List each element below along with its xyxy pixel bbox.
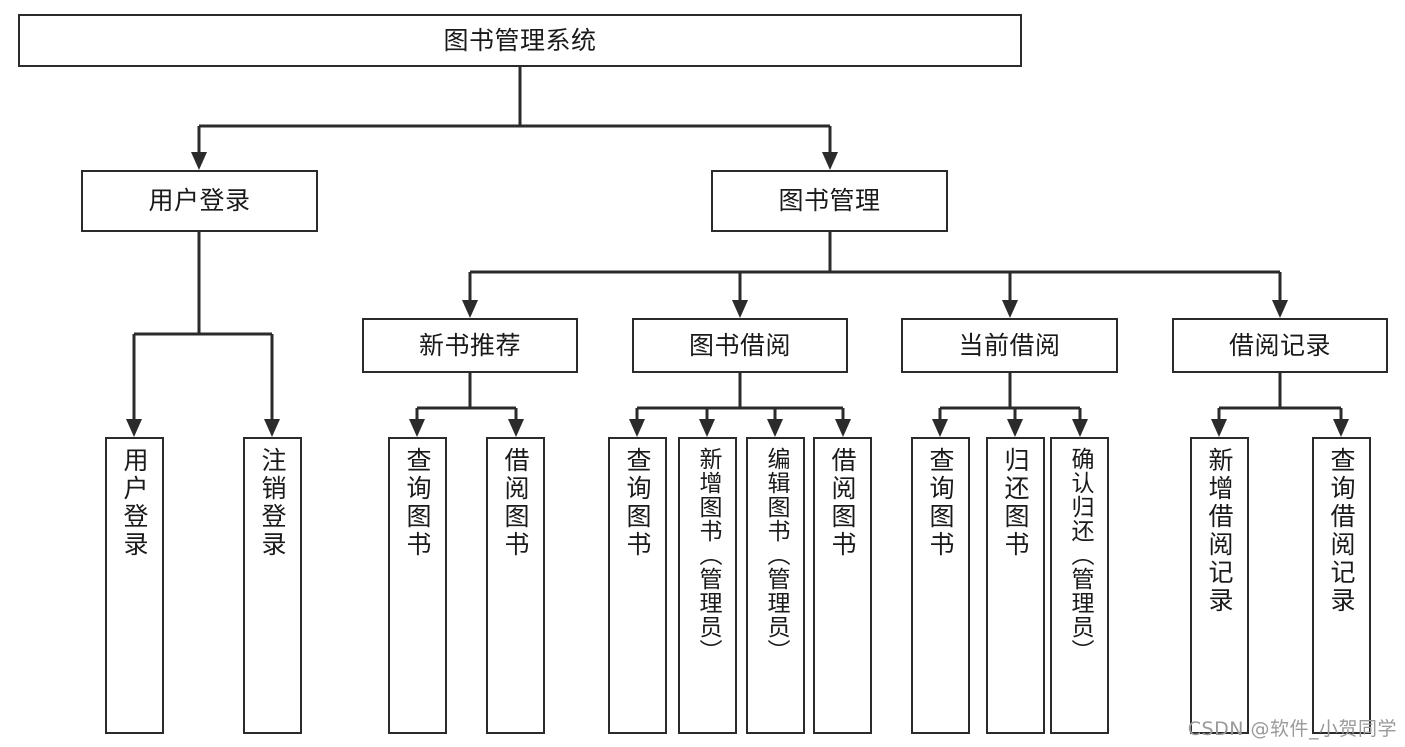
node-label: 查询图书: [623, 447, 652, 559]
bookmanage-to-level3-arrowhead-0: [462, 300, 478, 318]
node-label: 新增借阅记录: [1205, 447, 1234, 615]
currentborrow-to-leaves-arrowhead-2: [1072, 419, 1088, 437]
node-leaf-edit-book[interactable]: 编辑图书（管理员）: [746, 437, 805, 734]
node-label: 注销登录: [258, 447, 287, 559]
node-label: 借阅记录: [1228, 330, 1331, 360]
node-label: 确认归还（管理员）: [1067, 447, 1093, 663]
bookmanage-to-level3-arrowhead-2: [1002, 300, 1018, 318]
node-leaf-add-book[interactable]: 新增图书（管理员）: [678, 437, 737, 734]
root-to-level2-arrowhead-1: [822, 152, 838, 170]
node-label: 查询图书: [403, 447, 432, 559]
node-book-borrow[interactable]: 图书借阅: [632, 318, 848, 373]
bookborrow-to-leaves-arrowhead-2: [767, 419, 783, 437]
node-user-login[interactable]: 用户登录: [81, 170, 318, 232]
node-leaf-borrow-book-2[interactable]: 借阅图书: [813, 437, 872, 734]
node-leaf-query-book-2[interactable]: 查询图书: [608, 437, 667, 734]
node-label: 图书借阅: [688, 330, 791, 360]
node-label: 当前借阅: [958, 330, 1061, 360]
node-current-borrow[interactable]: 当前借阅: [901, 318, 1118, 373]
node-label: 新书推荐: [418, 330, 521, 360]
node-leaf-add-borrow-record[interactable]: 新增借阅记录: [1190, 437, 1249, 734]
root-to-level2-arrowhead-0: [191, 152, 207, 170]
bookborrow-to-leaves-arrowhead-0: [629, 419, 645, 437]
node-label: 查询图书: [926, 447, 955, 559]
newbook-to-leaves-arrowhead-1: [508, 419, 524, 437]
node-label: 用户登录: [148, 186, 251, 216]
bookborrow-to-leaves-arrowhead-1: [699, 419, 715, 437]
node-new-book-recommend[interactable]: 新书推荐: [362, 318, 578, 373]
node-root-system[interactable]: 图书管理系统: [18, 14, 1022, 67]
newbook-to-leaves-arrowhead-0: [409, 419, 425, 437]
node-label: 归还图书: [1001, 447, 1030, 559]
node-label: 图书管理系统: [443, 25, 597, 55]
node-label: 查询借阅记录: [1327, 447, 1356, 615]
node-leaf-return-book[interactable]: 归还图书: [986, 437, 1045, 734]
node-label: 借阅图书: [828, 447, 857, 559]
borrowrecord-to-leaves-arrowhead-0: [1211, 419, 1227, 437]
node-leaf-user-login[interactable]: 用户登录: [105, 437, 164, 734]
bookmanage-to-level3-arrowhead-1: [732, 300, 748, 318]
node-label: 编辑图书（管理员）: [763, 447, 789, 663]
node-label: 用户登录: [120, 447, 149, 559]
node-leaf-borrow-book-1[interactable]: 借阅图书: [486, 437, 545, 734]
bookborrow-to-leaves-arrowhead-3: [835, 419, 851, 437]
currentborrow-to-leaves-arrowhead-1: [1007, 419, 1023, 437]
userlogin-to-leaves-arrowhead-1: [264, 419, 280, 437]
node-leaf-query-borrow-record[interactable]: 查询借阅记录: [1312, 437, 1371, 734]
node-leaf-confirm-return[interactable]: 确认归还（管理员）: [1050, 437, 1109, 734]
borrowrecord-to-leaves-arrowhead-1: [1333, 419, 1349, 437]
node-book-manage[interactable]: 图书管理: [711, 170, 948, 232]
node-leaf-query-book-3[interactable]: 查询图书: [911, 437, 970, 734]
node-leaf-query-book-1[interactable]: 查询图书: [388, 437, 447, 734]
node-label: 新增图书（管理员）: [695, 447, 721, 663]
node-leaf-logout[interactable]: 注销登录: [243, 437, 302, 734]
node-borrow-record[interactable]: 借阅记录: [1172, 318, 1388, 373]
bookmanage-to-level3-arrowhead-3: [1272, 300, 1288, 318]
userlogin-to-leaves-arrowhead-0: [126, 419, 142, 437]
node-label: 借阅图书: [501, 447, 530, 559]
node-label: 图书管理: [778, 186, 881, 216]
currentborrow-to-leaves-arrowhead-0: [932, 419, 948, 437]
